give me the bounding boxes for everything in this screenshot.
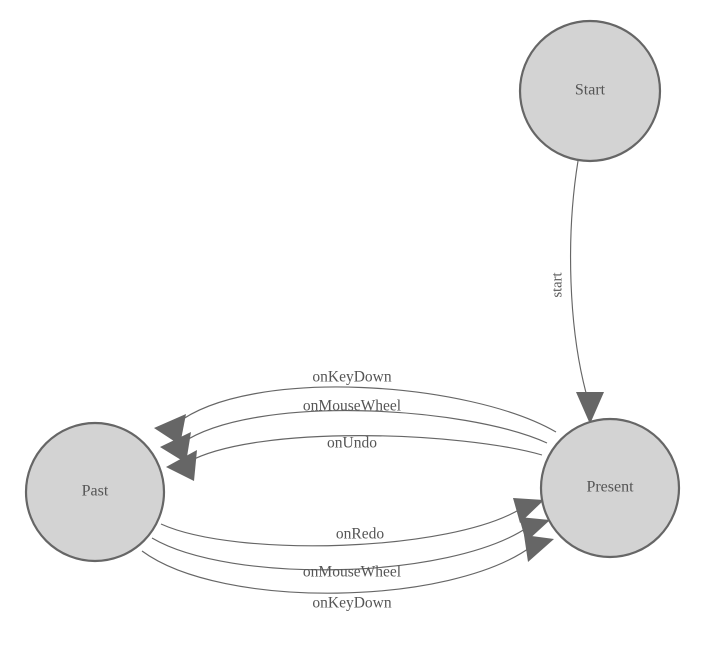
edge-start-to-present-arrowhead — [576, 392, 604, 424]
edge-present-to-past-onundo-path — [187, 435, 543, 463]
edge-past-to-present-onkeydown-label: onKeyDown — [312, 595, 391, 612]
edge-present-to-past-onkeydown-path — [175, 386, 557, 433]
edge-present-to-past-onmousewheel[interactable]: onMouseWheel — [160, 398, 548, 463]
edge-start-to-present[interactable]: start — [549, 160, 604, 424]
node-start-circle — [518, 19, 662, 163]
edge-past-to-present-onmousewheel[interactable]: onMouseWheel — [151, 517, 550, 581]
edge-present-to-past-onmousewheel-arrowhead — [160, 432, 191, 463]
node-start[interactable]: Start — [518, 19, 662, 163]
edge-past-to-present-onkeydown-path — [141, 545, 533, 594]
edge-present-to-past-onkeydown-label: onKeyDown — [312, 369, 391, 386]
edge-past-to-present-onkeydown[interactable]: onKeyDown — [141, 535, 554, 612]
edge-past-to-present-onredo-path — [160, 507, 523, 547]
node-past[interactable]: Past — [24, 421, 166, 563]
edge-present-to-past-onkeydown[interactable]: onKeyDown — [154, 369, 557, 445]
edge-past-to-present-onkeydown-arrowhead — [524, 535, 554, 562]
node-present-circle — [539, 417, 681, 559]
edge-past-to-present-onredo-label: onRedo — [336, 526, 384, 543]
edge-start-to-present-label: start — [549, 273, 565, 298]
edge-past-to-present-onredo[interactable]: onRedo — [160, 498, 544, 547]
node-past-circle — [24, 421, 166, 563]
edge-present-to-past-onmousewheel-path — [181, 410, 548, 444]
edge-present-to-past-onundo[interactable]: onUndo — [166, 435, 543, 481]
edge-present-to-past-onundo-arrowhead — [166, 450, 197, 481]
edge-past-to-present-onmousewheel-path — [151, 526, 529, 571]
edge-present-to-past-onkeydown-arrowhead — [154, 414, 186, 445]
edge-past-to-present-onredo-arrowhead — [513, 498, 544, 523]
edge-present-to-past-onundo-label: onUndo — [327, 435, 377, 452]
edge-start-to-present-path — [570, 160, 589, 401]
edge-past-to-present-onmousewheel-label: onMouseWheel — [303, 564, 401, 581]
node-present[interactable]: Present — [539, 417, 681, 559]
